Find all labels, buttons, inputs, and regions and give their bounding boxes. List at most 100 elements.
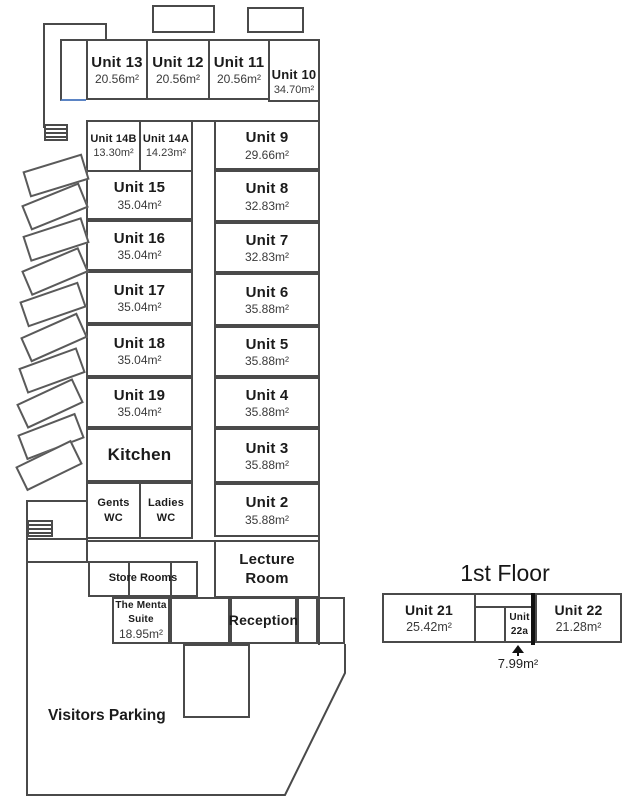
room-unit-5: Unit 5 35.88m² [214,326,320,377]
room-unit-14b: Unit 14B 13.30m² [86,120,141,172]
stairs-icon-top [44,124,68,141]
room-lecture-room: Lecture Room [214,540,320,598]
entry-room [60,39,86,101]
room-label: WC [156,511,176,524]
room-kitchen: Kitchen [86,428,193,482]
room-label: Unit 7 [245,231,289,249]
room-area: 29.66m² [244,147,290,162]
reception-row-cell-1 [170,597,230,644]
room-label: 22a [510,625,529,637]
room-label: Unit 22 [554,602,603,619]
room-label: WC [104,511,123,524]
ff-thick-wall [531,593,535,645]
corridor-line-bottom [86,540,214,542]
room-area: 35.88m² [244,512,290,527]
room-area: 20.56m² [216,72,262,87]
room-unit-2: Unit 2 35.88m² [214,483,320,537]
room-unit-18: Unit 18 35.04m² [86,324,193,377]
room-label: Unit 16 [113,229,166,247]
room-label: Reception [228,612,299,629]
room-unit-4: Unit 4 35.88m² [214,377,320,428]
room-label: Ladies [147,497,185,510]
room-area: 35.04m² [117,405,162,420]
reception-row-cell-3 [318,597,345,644]
room-area: 20.56m² [155,72,201,87]
room-label: Unit 5 [245,335,289,353]
room-label: Unit 18 [113,334,166,352]
room-area: 21.28m² [555,619,602,634]
room-area: 35.04m² [117,197,162,212]
room-label: Unit 15 [113,179,166,197]
room-area: 18.95m² [118,627,164,642]
room-area: 13.30m² [93,146,134,159]
arrow-up-icon [512,645,524,653]
room-unit-21: Unit 21 25.42m² [382,593,476,643]
room-unit-15: Unit 15 35.04m² [86,170,193,220]
room-gents-wc: Gents WC [86,482,141,539]
room-area: 35.04m² [117,248,162,263]
reception-row-cell-2 [297,597,318,644]
room-label: Lecture Room [239,550,295,588]
room-unit-17: Unit 17 35.04m² [86,271,193,324]
corridor-line-top [193,120,214,122]
store-rooms-label: Store Rooms [108,572,178,584]
room-area: 32.83m² [244,250,290,265]
room-area: 35.04m² [117,353,162,368]
room-label: Unit 11 [213,53,265,71]
entrance-wall-3 [27,561,88,563]
room-area: 32.83m² [244,198,290,213]
room-unit-19: Unit 19 35.04m² [86,377,193,428]
room-label: Unit 12 [152,53,204,71]
first-floor-title: 1st Floor [460,560,550,586]
room-area: 35.88m² [244,458,290,473]
room-unit-6: Unit 6 35.88m² [214,273,320,326]
skylight-box-1 [152,5,215,33]
room-ladies-wc: Ladies WC [139,482,193,539]
room-unit-12: Unit 12 20.56m² [146,39,210,100]
room-label: Unit 14B [90,133,137,146]
room-label: Unit 3 [245,439,289,457]
room-unit-16: Unit 16 35.04m² [86,220,193,271]
arrow-stem [517,652,519,656]
room-label: Unit 14A [142,133,190,146]
room-area: 35.04m² [117,300,162,315]
room-unit-14a: Unit 14A 14.23m² [139,120,193,172]
room-unit-22: Unit 22 21.28m² [535,593,622,643]
room-label: Unit 6 [245,283,289,301]
room-label: Unit 10 [271,66,317,82]
entrance-wall-1 [27,500,86,502]
room-unit-8: Unit 8 32.83m² [214,170,320,222]
room-label: Unit 13 [91,53,143,71]
room-label: Suite [128,614,154,626]
room-reception: Reception [228,597,299,644]
room-label: The Menta [115,600,167,612]
room-label: Gents [97,497,130,510]
room-unit-7: Unit 7 32.83m² [214,222,320,273]
room-area: 35.88m² [244,354,290,369]
unit-22a-area-label: 7.99m² [497,656,539,671]
room-label: Unit 17 [113,281,166,299]
stairs-icon-bottom [27,520,53,537]
room-label: Unit 21 [404,602,454,619]
room-unit-9: Unit 9 29.66m² [214,120,320,170]
ff-mid-cell-left [476,608,504,643]
room-area: 35.88m² [244,405,290,420]
room-label: Unit 19 [113,386,166,404]
room-label: Unit 2 [245,494,289,512]
room-unit-10: Unit 10 34.70m² [268,39,320,102]
room-area: 35.88m² [244,302,290,317]
room-label: Unit 8 [245,180,289,198]
room-area: 20.56m² [94,72,140,87]
room-label: Unit 4 [245,386,289,404]
room-unit-22a: Unit 22a [504,608,533,643]
room-menta-suite: The Menta Suite 18.95m² [112,597,170,644]
room-area: 34.70m² [273,83,315,96]
left-corridor-wall [43,23,45,128]
top-corridor-bracket [43,23,107,39]
room-unit-11: Unit 11 20.56m² [208,39,270,100]
porch-outline [183,644,250,718]
ff-mid-top-strip [476,593,533,608]
room-unit-3: Unit 3 35.88m² [214,428,320,483]
room-area: 25.42m² [406,619,452,634]
